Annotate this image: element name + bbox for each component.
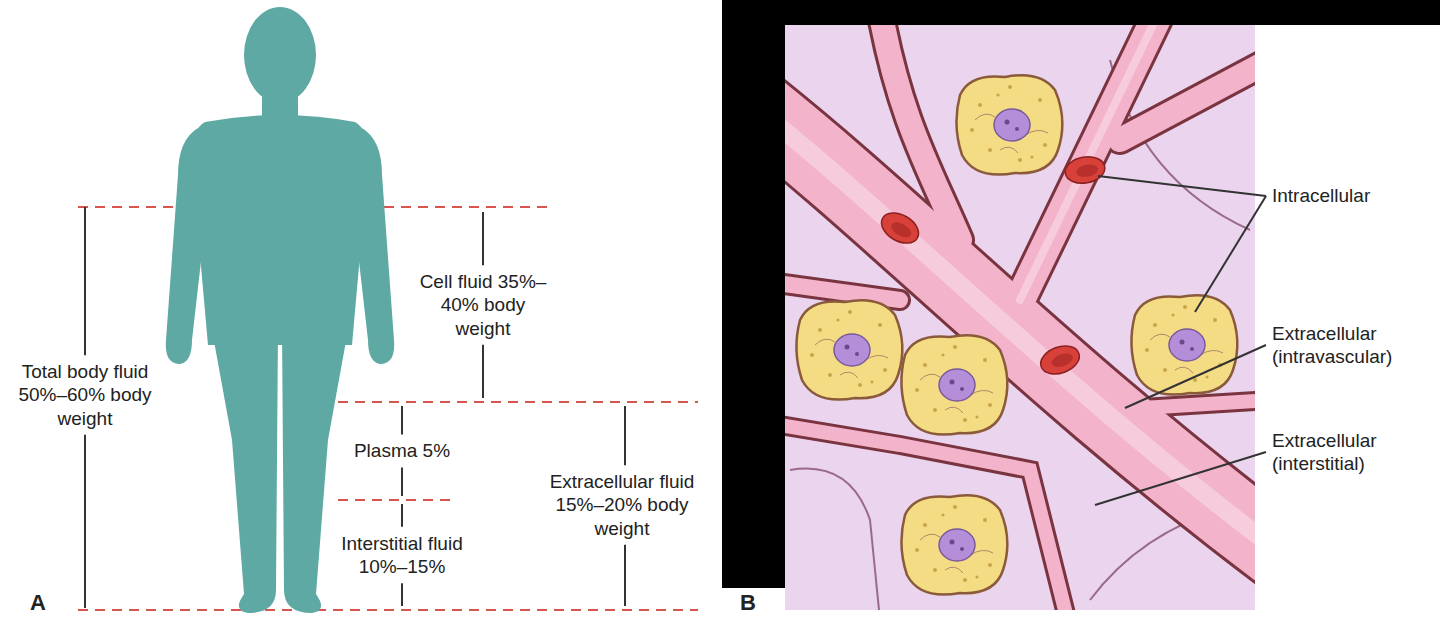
tissue-cell xyxy=(901,335,1007,434)
tissue-cell xyxy=(1131,295,1237,394)
panel-letter: A xyxy=(30,590,46,617)
leader-line xyxy=(1195,196,1266,312)
bracket-line xyxy=(401,583,403,606)
leader-line xyxy=(1095,452,1266,505)
compartment-label: Total body fluid 50%–60% body weight xyxy=(10,360,160,430)
compartment-label: Extracellular fluid 15%–20% body weight xyxy=(536,470,708,540)
panel-letter: B xyxy=(740,590,756,617)
compartment-label: Interstitial fluid 10%–15% xyxy=(322,532,482,578)
callout-label: Intracellular xyxy=(1272,184,1370,207)
red-blood-cell xyxy=(876,207,924,250)
human-silhouette xyxy=(166,7,394,613)
bracket-line xyxy=(624,406,626,465)
compartment-label: Cell fluid 35%–40% body weight xyxy=(418,270,548,340)
bracket-line xyxy=(482,345,484,398)
bracket-line xyxy=(84,207,86,355)
bracket-line xyxy=(401,468,403,496)
bracket-line xyxy=(84,435,86,608)
tissue-cell xyxy=(796,300,902,399)
panel-frame xyxy=(722,0,785,588)
tissue-cell xyxy=(901,495,1007,594)
tissue-illustration xyxy=(785,25,1255,610)
leader-line xyxy=(1098,176,1266,196)
bracket-line xyxy=(401,504,403,527)
vessel-walls xyxy=(785,25,1255,610)
bracket-line xyxy=(401,406,403,434)
bracket-line xyxy=(624,545,626,606)
vessel-lumen xyxy=(785,25,1255,610)
bracket-line xyxy=(482,212,484,265)
red-blood-cell xyxy=(1037,341,1083,379)
callout-label: Extracellular (intravascular) xyxy=(1272,322,1437,368)
panel-frame xyxy=(722,0,1440,25)
leader-line xyxy=(1125,345,1266,408)
red-blood-cell xyxy=(1063,154,1107,187)
callout-label: Extracellular (interstitial) xyxy=(1272,429,1437,475)
compartment-label: Plasma 5% xyxy=(354,439,450,462)
tissue-cell xyxy=(956,75,1062,174)
